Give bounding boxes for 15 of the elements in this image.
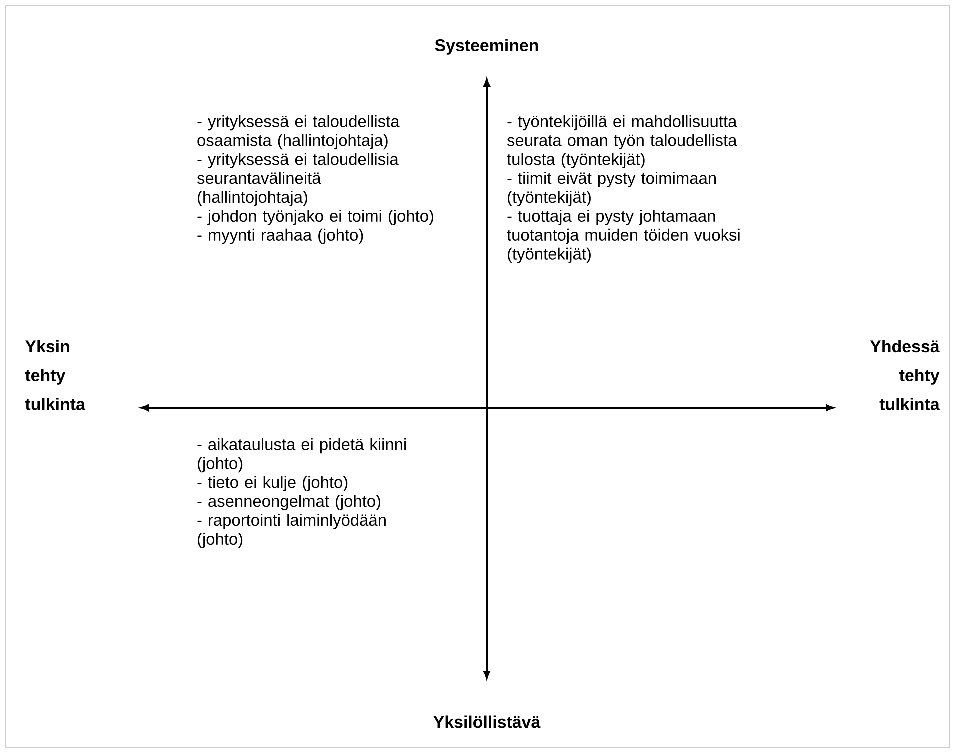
list-item: - aikataulusta ei pidetä kiinni (johto) (198, 438, 406, 473)
list-item: - tuottaja ei pysty johtamaan tuotantoja muiden töiden vuoksi (työntekijät) (507, 210, 740, 264)
list-item: - myynti raahaa (johto) (198, 228, 364, 244)
axis-label: Yhdessä tehty tulkinta (870, 340, 940, 410)
axis-label: Yksilöllistävä (434, 716, 541, 728)
list-item: - raportointi laiminlyödään (johto) (198, 514, 386, 548)
axis-label: Yksin tehty tulkinta (25, 340, 86, 410)
list-item: - tieto ei kulje (johto) (198, 476, 348, 492)
axis-label: Systeeminen (435, 39, 538, 55)
list-item: - asenneongelmat (johto) (198, 495, 381, 510)
list-item: - yrityksessä ei taloudellista osaamista (hallintojohtaja) (198, 115, 400, 150)
list-item: - tiimit eivät pysty toimimaan (työntekijät) (508, 172, 716, 206)
list-item: - yrityksessä ei taloudellisia seurantavälineitä (hallintojohtaja) (197, 153, 399, 206)
list-item: - työntekijöillä ei mahdollisuutta seurata oman työn taloudellista tulosta (työntekijät) (507, 115, 738, 169)
list-item: - johdon työnjako ei toimi (johto) (198, 210, 434, 226)
